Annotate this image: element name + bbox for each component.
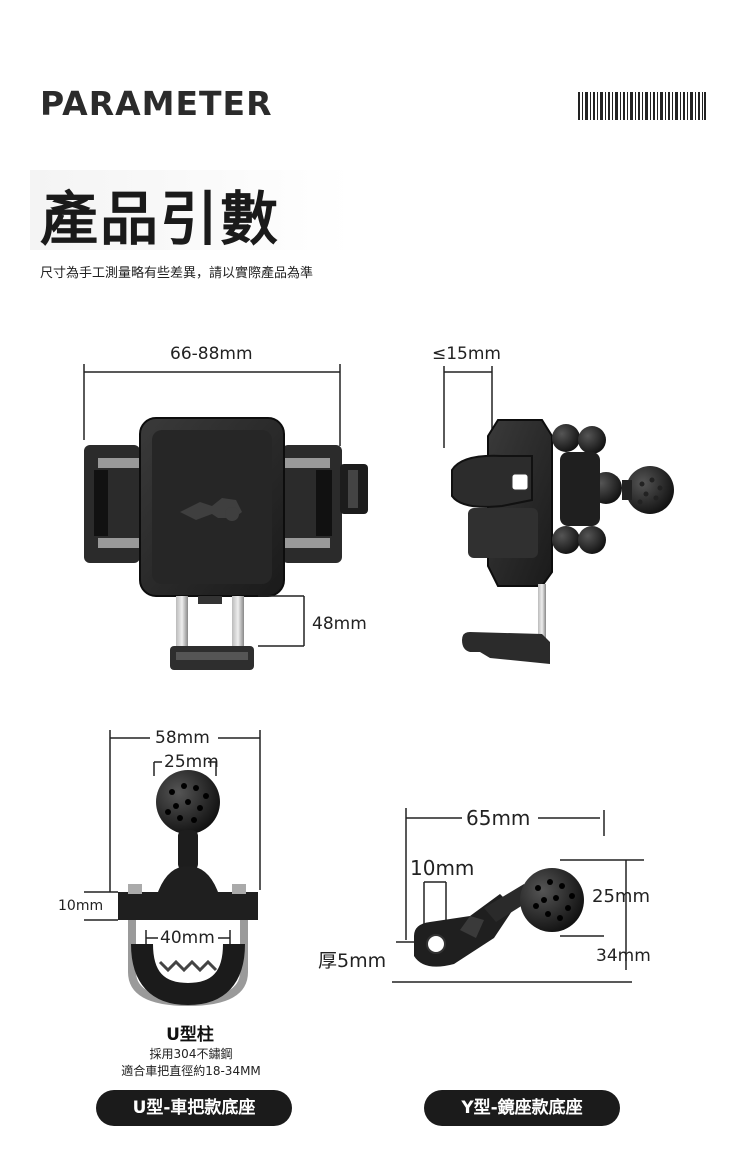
- holder-front: [83, 364, 368, 670]
- barcode-icon: [578, 92, 706, 120]
- u-mount-badge: U型-車把款底座: [96, 1090, 292, 1126]
- u-mount-material: 採用304不鏽鋼: [149, 1047, 233, 1061]
- y-total-height-label: 34mm: [596, 946, 651, 966]
- u-mount-description: 採用304不鏽鋼 適合車把直徑約18-34MM: [60, 1046, 322, 1080]
- u-mount-fit: 適合車把直徑約18-34MM: [121, 1064, 261, 1078]
- title-background: [30, 170, 352, 250]
- y-thickness-label: 厚5mm: [318, 950, 387, 972]
- holder-depth-label: ≤15mm: [432, 344, 501, 364]
- y-mount: [392, 808, 644, 983]
- u-mount-name: U型柱: [166, 1025, 214, 1045]
- y-hole-label: 10mm: [410, 856, 475, 880]
- u-mount: [84, 730, 261, 1007]
- y-ball-height-label: 25mm: [592, 886, 650, 907]
- width-dimension-line: [83, 364, 341, 446]
- u-ball-width-label: 25mm: [164, 752, 219, 772]
- y-length-label: 65mm: [466, 806, 531, 830]
- holder-width-label: 66-88mm: [170, 344, 253, 364]
- page-title-en: PARAMETER: [40, 84, 273, 123]
- holder-side: [443, 366, 674, 664]
- y-mount-badge: Y型-鏡座款底座: [424, 1090, 620, 1126]
- holder-height-label: 48mm: [312, 614, 367, 634]
- u-top-width-label: 58mm: [155, 728, 210, 748]
- page-subtitle: 尺寸為手工測量略有些差異，請以實際產品為準: [40, 266, 314, 281]
- page-title: 產品引數: [40, 185, 281, 253]
- u-side-height-label: 10mm: [58, 898, 104, 914]
- depth-dimension-line: [443, 366, 493, 448]
- u-clamp-width-label: 40mm: [160, 928, 215, 948]
- height-dimension-line: [258, 595, 305, 647]
